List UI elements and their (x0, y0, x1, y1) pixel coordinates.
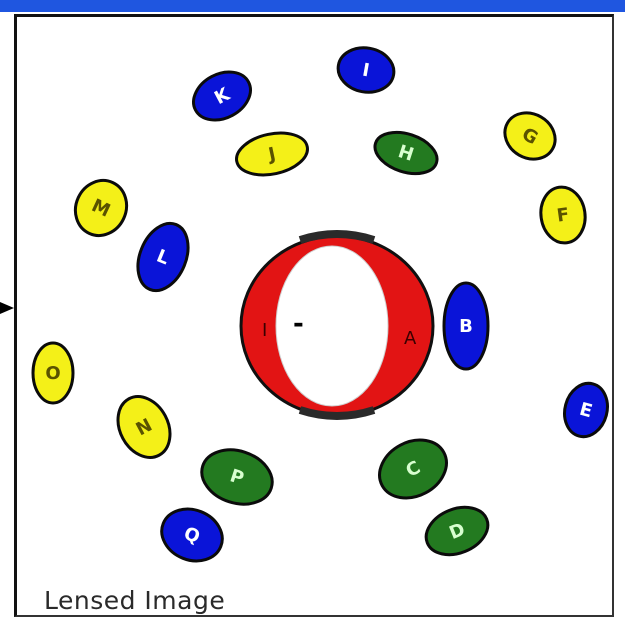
caption: Lensed Image (44, 586, 225, 615)
galaxy-blob-n: N (108, 387, 180, 466)
ring-center-mark: - (293, 309, 304, 339)
galaxy-blob-label: O (45, 363, 60, 384)
galaxy-blob-f: F (537, 184, 588, 246)
galaxy-blob-b: B (444, 283, 488, 369)
galaxy-blob-k: K (185, 62, 259, 129)
galaxy-blob-i: I (335, 43, 398, 96)
einstein-ring: I A - (241, 234, 433, 416)
galaxy-blob-l: L (129, 216, 198, 298)
galaxy-blob-p: P (195, 441, 280, 513)
galaxy-blob-j: J (233, 127, 312, 181)
galaxy-blob-d: D (419, 499, 495, 564)
ring-label-left: I (262, 320, 267, 341)
ring-label-right: A (404, 328, 417, 349)
galaxy-blob-h: H (370, 125, 443, 181)
galaxy-blob-c: C (369, 429, 456, 510)
galaxy-blob-g: G (496, 104, 563, 168)
galaxy-blob-q: Q (154, 500, 230, 570)
galaxy-blob-e: E (559, 378, 614, 441)
galaxy-blob-m: M (67, 172, 136, 244)
galaxy-blob-o: O (33, 343, 73, 403)
galaxy-blob-label: B (459, 316, 473, 337)
